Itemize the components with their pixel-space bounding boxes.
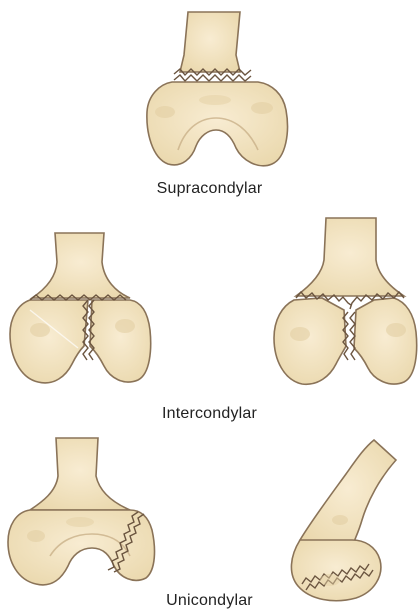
- intercondylar-t-shaft: [32, 233, 130, 298]
- intercondylar-femur-t: [10, 233, 151, 383]
- caption-unicondylar: Unicondylar: [0, 592, 419, 610]
- intercondylar-y-left-condyle: [274, 298, 346, 384]
- unicondylar-femur-lateral: [291, 440, 396, 601]
- intercondylar-y-right-condyle: [354, 298, 417, 384]
- caption-intercondylar: Intercondylar: [0, 405, 419, 423]
- supracondylar-condyles: [147, 82, 288, 166]
- intercondylar-y-shaft: [296, 218, 404, 296]
- intercondylar-femur-y: [274, 218, 417, 384]
- intercondylar-t-right-condyle: [90, 300, 151, 382]
- unicondylar-femur-front: [8, 438, 154, 585]
- intercondylar-t-left-condyle: [10, 300, 88, 383]
- caption-supracondylar: Supracondylar: [0, 180, 419, 198]
- supracondylar-shaft: [180, 12, 240, 72]
- supracondylar-femur: [147, 12, 288, 166]
- unicondylar-lateral-shaft: [300, 440, 396, 548]
- unicondylar-front-shaft: [30, 438, 130, 510]
